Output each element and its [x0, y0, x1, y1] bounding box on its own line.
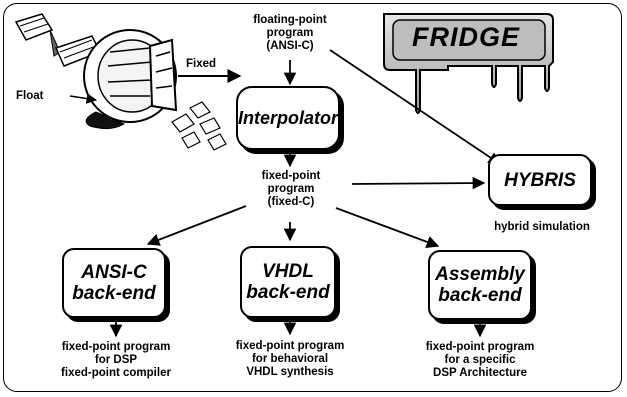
ice-tray-icon [14, 13, 54, 41]
refrigerator-illustration [14, 13, 242, 151]
arrow-input-to-hybris [329, 49, 502, 165]
vhdl-backend-box: VHDL back-end [240, 246, 336, 318]
flow-arrows [109, 49, 502, 338]
assembly-output-label: fixed-point program for a specific DSP A… [410, 341, 550, 380]
input-line2: program [266, 27, 314, 39]
ansic-output-label: fixed-point program for DSP fixed-point … [46, 341, 186, 380]
ansic-out2: for DSP [94, 354, 138, 366]
vhdl-out1: fixed-point program [235, 340, 345, 352]
fixed-program-label: fixed-point program (fixed-C) [236, 170, 346, 209]
puddle-icon [85, 111, 126, 130]
arrow-fixed-to-assembly [335, 207, 440, 248]
vhdl-out3: VHDL synthesis [246, 366, 334, 378]
input-line1: floating-point [253, 14, 327, 26]
fixed-line3: (fixed-C) [267, 196, 315, 208]
input-line3: (ANSI-C) [266, 40, 314, 52]
assembly-backend-box: Assembly back-end [428, 250, 532, 320]
vhdl-out2: for behavioral [251, 353, 329, 365]
ansic-out1: fixed-point program [61, 341, 171, 353]
hybris-box: HYBRIS [488, 154, 592, 206]
float-arrow [69, 93, 98, 104]
interpolator-label: Interpolator [238, 107, 339, 128]
assembly-out1: fixed-point program [425, 341, 535, 353]
vhdl-output-label: fixed-point program for behavioral VHDL … [220, 340, 360, 379]
assembly-line1: Assembly [435, 264, 525, 285]
assembly-out2: for a specific [444, 354, 516, 366]
fridge-door-icon [148, 38, 178, 112]
fixed-line2: program [267, 183, 315, 195]
fixed-line1: fixed-point [261, 170, 321, 182]
assembly-line2: back-end [438, 285, 522, 306]
interpolator-box: Interpolator [236, 86, 340, 150]
ice-cubes-icon [171, 101, 227, 151]
float-label: Float [16, 90, 44, 102]
ansic-backend-box: ANSI-C back-end [62, 248, 166, 318]
assembly-out3: DSP Architecture [433, 367, 527, 379]
arrow-fixed-to-hybris [351, 176, 486, 190]
ansic-line2: back-end [72, 283, 156, 304]
fridge-title-plate [392, 19, 546, 61]
diagram-frame [3, 3, 622, 392]
fridge-title: FRIDGE [412, 22, 521, 52]
arrow-fixed-to-ansic [146, 205, 247, 246]
vhdl-line2: back-end [246, 282, 330, 303]
fridge-banner [383, 13, 554, 114]
vhdl-line1: VHDL [262, 261, 314, 282]
fixed-label: Fixed [186, 58, 217, 70]
input-program-label: floating-point program (ANSI-C) [230, 14, 350, 53]
ansic-out3: fixed-point compiler [61, 367, 171, 379]
hybris-caption: hybrid simulation [494, 221, 590, 233]
ansic-line1: ANSI-C [81, 262, 147, 283]
hybris-label: HYBRIS [504, 169, 576, 191]
